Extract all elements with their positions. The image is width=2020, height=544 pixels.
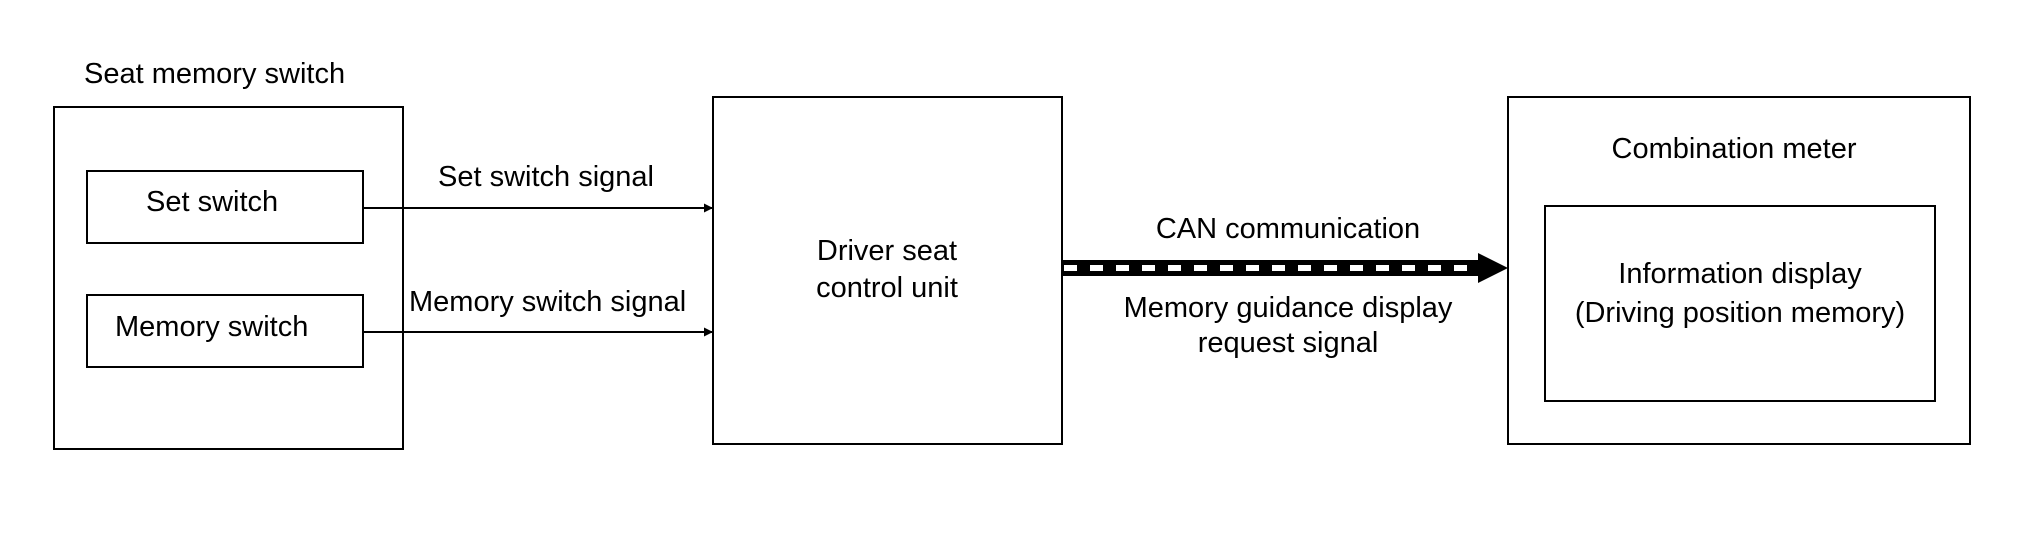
driver-seat-control-unit-line2: control unit	[816, 272, 958, 304]
memory-switch-signal-label: Memory switch signal	[409, 286, 686, 318]
driver-seat-control-unit-line1: Driver seat	[817, 235, 957, 267]
memory-guidance-label-line2: request signal	[1198, 327, 1379, 359]
memory-guidance-label-line1: Memory guidance display	[1124, 292, 1453, 324]
set-switch-signal-label: Set switch signal	[438, 161, 654, 193]
can-communication-label: CAN communication	[1156, 213, 1420, 245]
seat-memory-switch-box	[53, 106, 404, 450]
memory-switch-box	[86, 294, 364, 368]
memory-switch-label: Memory switch	[115, 311, 308, 343]
information-display-box	[1544, 205, 1936, 402]
set-switch-label: Set switch	[146, 186, 278, 218]
combination-meter-title: Combination meter	[1612, 133, 1857, 165]
information-display-line2: (Driving position memory)	[1575, 297, 1905, 329]
seat-memory-switch-title: Seat memory switch	[84, 58, 345, 90]
set-switch-box	[86, 170, 364, 244]
can-bus-arrowhead	[1478, 253, 1508, 283]
driver-seat-control-unit-box	[712, 96, 1063, 445]
information-display-line1: Information display	[1618, 258, 1862, 290]
